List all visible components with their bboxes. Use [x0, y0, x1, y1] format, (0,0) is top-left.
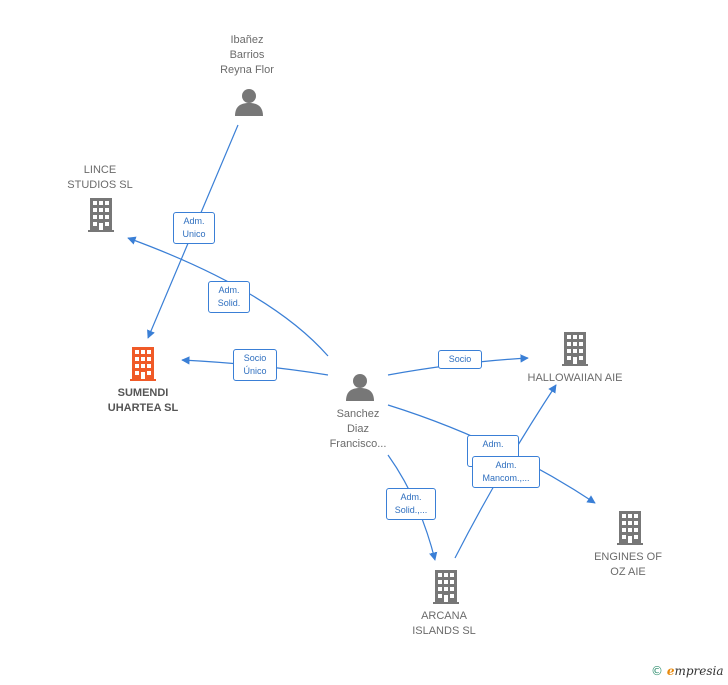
- building-icon[interactable]: [562, 332, 588, 366]
- edge-label-socio: Socio: [438, 350, 482, 369]
- edge-label-adm-mancom: Adm. Mancom.,...: [472, 456, 540, 488]
- edge-label-socio-unico: Socio Único: [233, 349, 277, 381]
- node-label-arcana[interactable]: ARCANA ISLANDS SL: [412, 610, 476, 637]
- edge-label-adm-unico: Adm. Unico: [173, 212, 215, 244]
- building-icon[interactable]: [88, 198, 114, 232]
- copyright-notice: © empresia: [651, 664, 724, 678]
- node-label-ibanez[interactable]: Ibañez Barrios Reyna Flor: [220, 34, 274, 76]
- node-label-sanchez[interactable]: Sanchez Diaz Francisco...: [329, 408, 387, 450]
- building-icon[interactable]: [433, 570, 459, 604]
- node-label-sumendi[interactable]: SUMENDI UHARTEA SL: [107, 387, 179, 414]
- node-label-hallowaiian[interactable]: HALLOWAIIAN AIE: [527, 372, 623, 384]
- building-icon[interactable]: [130, 347, 156, 381]
- edge-label-adm-solid-2: Adm. Solid.,...: [386, 488, 436, 520]
- edge-label-adm-solid: Adm. Solid.: [208, 281, 250, 313]
- person-icon[interactable]: [235, 89, 263, 116]
- person-icon[interactable]: [346, 374, 374, 401]
- building-icon[interactable]: [617, 511, 643, 545]
- empresia-logo[interactable]: empresia: [666, 664, 724, 678]
- node-label-lince[interactable]: LINCE STUDIOS SL: [67, 164, 133, 191]
- node-label-engines[interactable]: ENGINES OF OZ AIE: [594, 551, 662, 578]
- copyright-symbol: ©: [651, 664, 663, 678]
